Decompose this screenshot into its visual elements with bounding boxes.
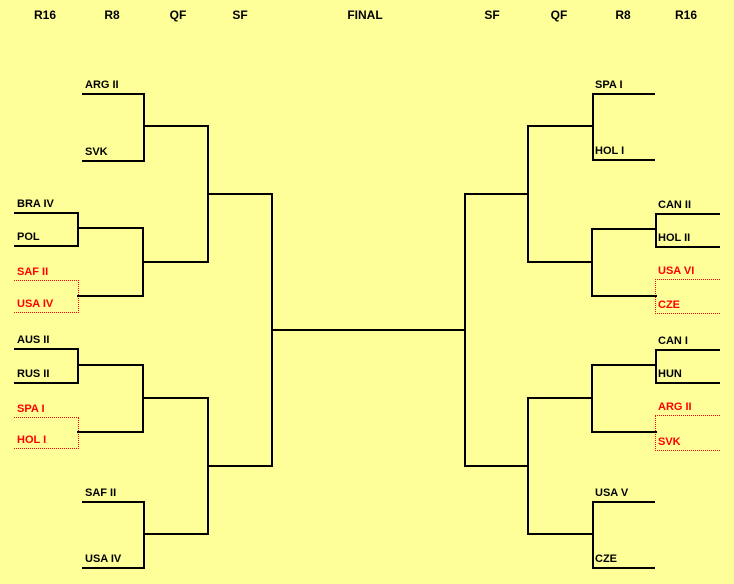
bracket-line <box>142 261 209 263</box>
round-header-r8-left: R8 <box>104 8 120 22</box>
team-slot-hol-i-qualifier: HOL I <box>14 433 79 449</box>
bracket-line <box>143 533 209 535</box>
team-slot-svk-qualifier: SVK <box>655 435 720 451</box>
team-slot-arg-ii: ARG II <box>82 78 145 95</box>
round-header-sf-left: SF <box>232 8 248 22</box>
bracket-line <box>77 212 79 247</box>
team-slot-usa-iv: USA IV <box>82 552 145 569</box>
team-slot-rus-ii: RUS II <box>14 367 79 384</box>
team-slot-spa-i-qualifier: SPA I <box>14 402 79 418</box>
bracket-line-dotted <box>655 415 656 451</box>
bracket-line <box>527 533 594 535</box>
bracket-line <box>143 125 207 127</box>
bracket-line <box>591 431 657 433</box>
bracket-line <box>207 193 273 195</box>
bracket-line <box>655 213 657 248</box>
team-slot-usa-iv-qualifier: USA IV <box>14 297 79 313</box>
team-slot-usa-vi-qualifier: USA VI <box>655 264 720 280</box>
bracket-line <box>591 228 657 230</box>
bracket-line <box>527 125 594 127</box>
team-slot-saf-ii-qualifier: SAF II <box>14 265 79 281</box>
team-slot-can-ii: CAN II <box>655 198 720 215</box>
bracket-line <box>527 261 593 263</box>
round-header-r8-right: R8 <box>615 8 631 22</box>
bracket-line <box>592 93 594 161</box>
bracket-line-semifinal-right <box>464 193 466 467</box>
round-header-r16-left: R16 <box>33 8 56 22</box>
team-slot-hol-i: HOL I <box>592 144 655 161</box>
team-slot-hol-ii: HOL II <box>655 231 720 248</box>
bracket-line <box>592 501 594 569</box>
team-slot-svk: SVK <box>82 145 145 162</box>
team-slot-spa-i: SPA I <box>592 78 655 95</box>
team-slot-usa-v: USA V <box>592 486 655 503</box>
bracket-line <box>464 465 529 467</box>
bracket-line <box>464 193 529 195</box>
bracket-line <box>591 364 657 366</box>
team-slot-arg-ii-qualifier: ARG II <box>655 400 720 416</box>
team-slot-pol: POL <box>14 230 79 247</box>
round-header-qf-left: QF <box>169 8 187 22</box>
bracket-line <box>207 465 273 467</box>
bracket-line <box>591 295 657 297</box>
bracket-line <box>77 364 144 366</box>
bracket-line-dotted <box>78 417 79 449</box>
bracket-line <box>77 348 79 384</box>
team-slot-saf-ii: SAF II <box>82 486 145 503</box>
team-slot-aus-ii: AUS II <box>14 333 79 350</box>
team-slot-cze: CZE <box>592 552 655 569</box>
round-header-sf-right: SF <box>484 8 500 22</box>
team-slot-hun: HUN <box>655 367 720 384</box>
bracket-line <box>77 431 144 433</box>
round-header-r16-right: R16 <box>674 8 697 22</box>
bracket-line <box>655 349 657 384</box>
round-header-final: FINAL <box>347 8 383 22</box>
team-slot-can-i: CAN I <box>655 334 720 351</box>
bracket-line <box>143 501 145 569</box>
round-header-qf-right: QF <box>550 8 568 22</box>
bracket-line <box>142 397 209 399</box>
team-slot-cze-qualifier: CZE <box>655 298 720 314</box>
bracket-line <box>77 227 144 229</box>
bracket-line <box>77 295 144 297</box>
bracket-line <box>527 397 593 399</box>
team-slot-bra-iv: BRA IV <box>14 197 79 214</box>
bracket-line-final <box>271 329 466 331</box>
